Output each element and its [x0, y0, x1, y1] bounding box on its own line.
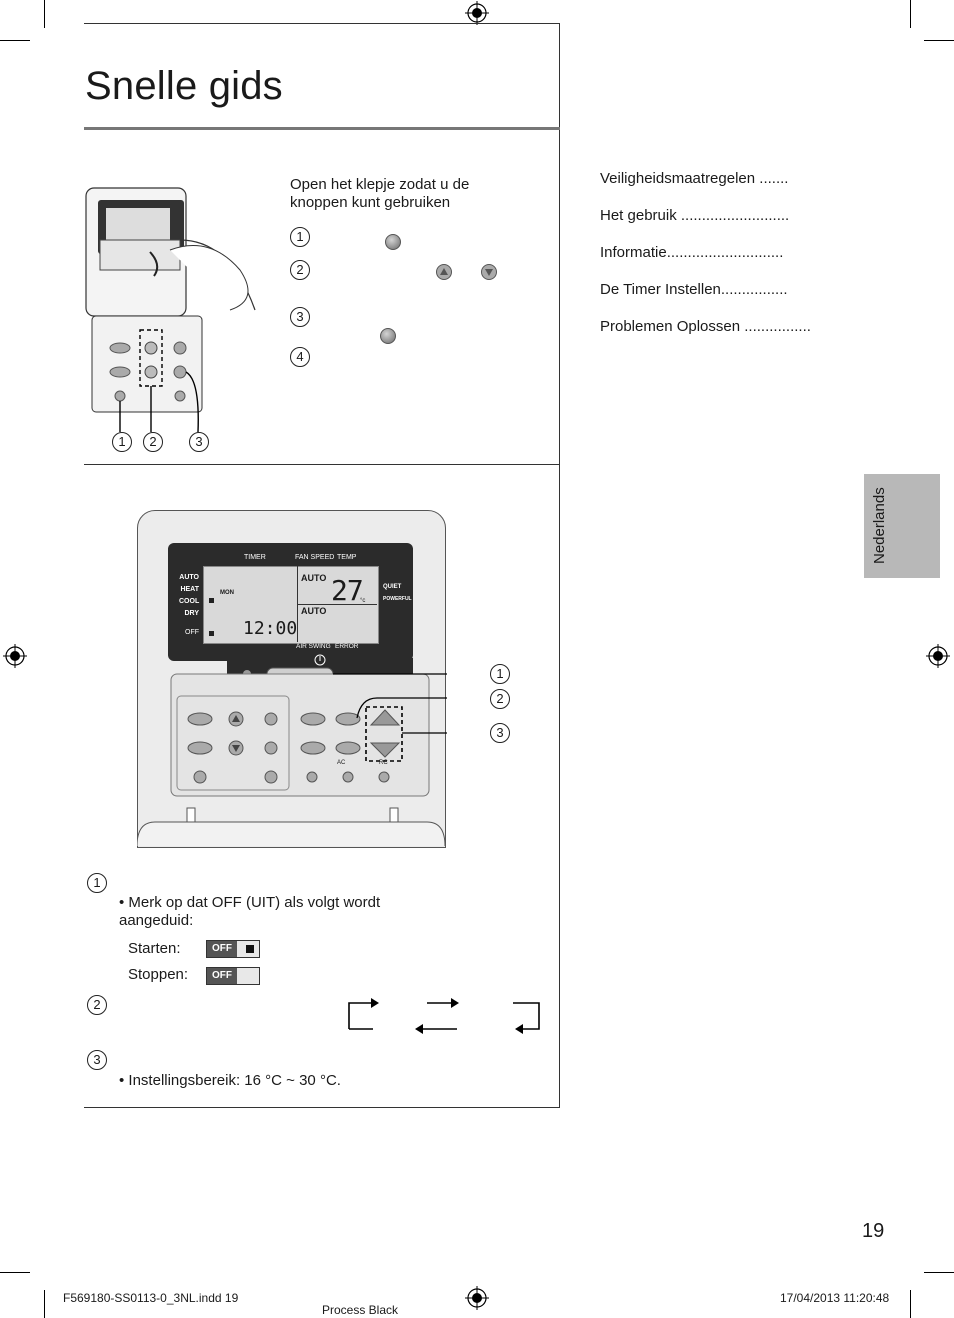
off-indicator-start: OFF	[206, 940, 260, 958]
registration-mark-icon	[3, 644, 27, 668]
toc-item-safety[interactable]: Veiligheidsmaatregelen .......	[600, 170, 789, 187]
crop-mark	[44, 1290, 45, 1318]
lcd-divider-horizontal	[297, 604, 377, 605]
page-title: Snelle gids	[85, 64, 283, 108]
lcd-mode-cool: COOL	[179, 598, 200, 605]
lcd-screen	[203, 566, 379, 644]
crop-mark	[910, 1290, 911, 1318]
lcd-mode-heat: HEAT	[180, 586, 199, 593]
language-tab-label: Nederlands	[871, 487, 888, 565]
frame-top-rule	[84, 23, 560, 24]
toc-item-troubleshooting[interactable]: Problemen Oplossen ................	[600, 318, 811, 335]
lcd-timer-label: TIMER	[244, 554, 266, 561]
section-divider	[84, 464, 560, 465]
frame-right-rule	[559, 23, 560, 1108]
remote-open-illustration	[85, 187, 256, 433]
callout-2: 2	[490, 689, 510, 709]
frame-bottom-rule	[84, 1107, 560, 1108]
step-number-3: 3	[290, 307, 310, 327]
off-indicator-stop: OFF	[206, 967, 260, 985]
step-number-4: 4	[290, 347, 310, 367]
lcd-indicator-square	[209, 631, 214, 636]
lcd-air-swing-label: AIR SWING	[296, 643, 331, 650]
lcd-clock: 12:00	[243, 618, 298, 639]
callout-3: 3	[490, 723, 510, 743]
toc-item-timer[interactable]: De Timer Instellen................	[600, 281, 788, 298]
arrow-down-button-icon	[481, 264, 497, 280]
lcd-indicator-square	[209, 598, 214, 603]
footer-file-name: F569180-SS0113-0_3NL.indd 19	[63, 1291, 239, 1305]
crop-mark	[44, 0, 45, 28]
footer-date: 17/04/2013 11:20:48	[780, 1291, 890, 1305]
lcd-temperature-unit: °c	[360, 598, 366, 604]
registration-mark-icon	[465, 1, 489, 25]
rc-label: RC	[379, 760, 388, 766]
mode-button-icon	[380, 328, 396, 344]
crop-mark	[924, 1272, 954, 1273]
lcd-temp-label: TEMP	[337, 554, 357, 561]
callout-2: 2	[143, 432, 163, 452]
callout-1: 1	[490, 664, 510, 684]
title-underline	[84, 127, 560, 130]
temperature-range-note: • Instellingsbereik: 16 °C ~ 30 °C.	[119, 1072, 341, 1089]
lcd-mode-dry: DRY	[184, 610, 199, 617]
lcd-day: MON	[220, 590, 234, 596]
arrow-up-button-icon	[436, 264, 452, 280]
footer-plate-name: Process Black	[322, 1303, 399, 1317]
lcd-fan-auto: AUTO	[301, 573, 327, 583]
callout-3: 3	[189, 432, 209, 452]
registration-mark-icon	[926, 644, 950, 668]
language-tab: Nederlands	[864, 474, 940, 578]
callout-1: 1	[112, 432, 132, 452]
lcd-error-label: ERROR	[335, 643, 359, 650]
lcd-mode-list: AUTO HEAT COOL DRY OFF	[179, 572, 199, 639]
step-open-instruction: Open het klepje zodat u de knoppen kunt …	[290, 176, 470, 211]
lcd-fan-speed-label: FAN SPEED	[295, 554, 335, 561]
stop-label: Stoppen:	[128, 966, 189, 983]
lcd-powerful-label: POWERFUL	[383, 596, 412, 602]
cycle-arrows-icon	[348, 998, 540, 1034]
lcd-swing-auto: AUTO	[301, 606, 327, 616]
note-number-2: 2	[87, 995, 107, 1015]
remote-controls-drawing	[137, 654, 447, 847]
crop-mark	[0, 1272, 30, 1273]
step-number-1: 1	[290, 227, 310, 247]
lcd-mode-off: OFF	[185, 629, 199, 636]
lcd-temperature: 27	[331, 574, 364, 607]
toc-item-usage[interactable]: Het gebruik ..........................	[600, 207, 790, 224]
lcd-mode-auto: AUTO	[179, 574, 199, 581]
lcd-quiet-label: QUIET	[383, 584, 402, 590]
start-label: Starten:	[128, 940, 181, 957]
off-indication-note: • Merk op dat OFF (UIT) als volgt wordt …	[119, 894, 381, 929]
crop-mark	[910, 0, 911, 28]
step-number-2: 2	[290, 260, 310, 280]
ac-label: AC	[337, 760, 346, 766]
off-indicator-start-text: OFF	[207, 941, 237, 957]
note-number-3: 3	[87, 1050, 107, 1070]
crop-mark	[0, 40, 30, 41]
blinking-square-icon	[246, 945, 254, 953]
note-number-1: 1	[87, 873, 107, 893]
off-indicator-stop-text: OFF	[207, 968, 237, 984]
crop-mark	[924, 40, 954, 41]
registration-mark-icon	[465, 1286, 489, 1310]
toc-item-information[interactable]: Informatie............................	[600, 244, 784, 261]
page-number: 19	[862, 1220, 885, 1242]
on-off-button-icon	[385, 234, 401, 250]
